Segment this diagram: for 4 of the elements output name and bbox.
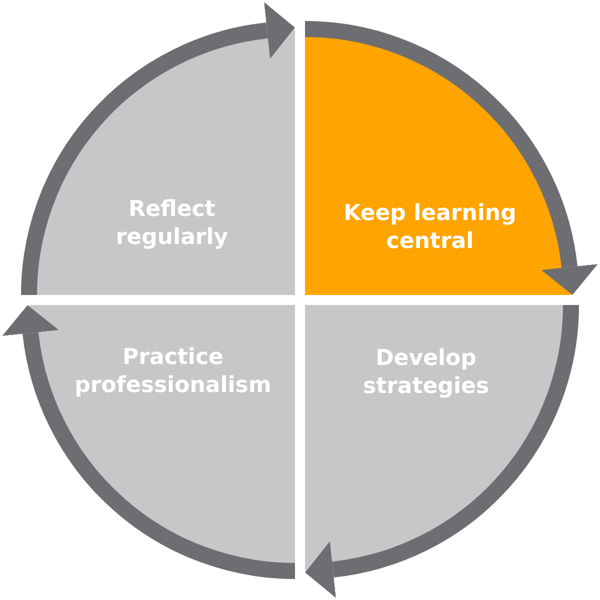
segment-label: Practice professionalism — [74, 344, 272, 400]
segment-label: Develop strategies — [362, 345, 490, 401]
segment-label: Reflect regularly — [115, 196, 229, 252]
segment-label: Keep learning central — [343, 200, 517, 256]
